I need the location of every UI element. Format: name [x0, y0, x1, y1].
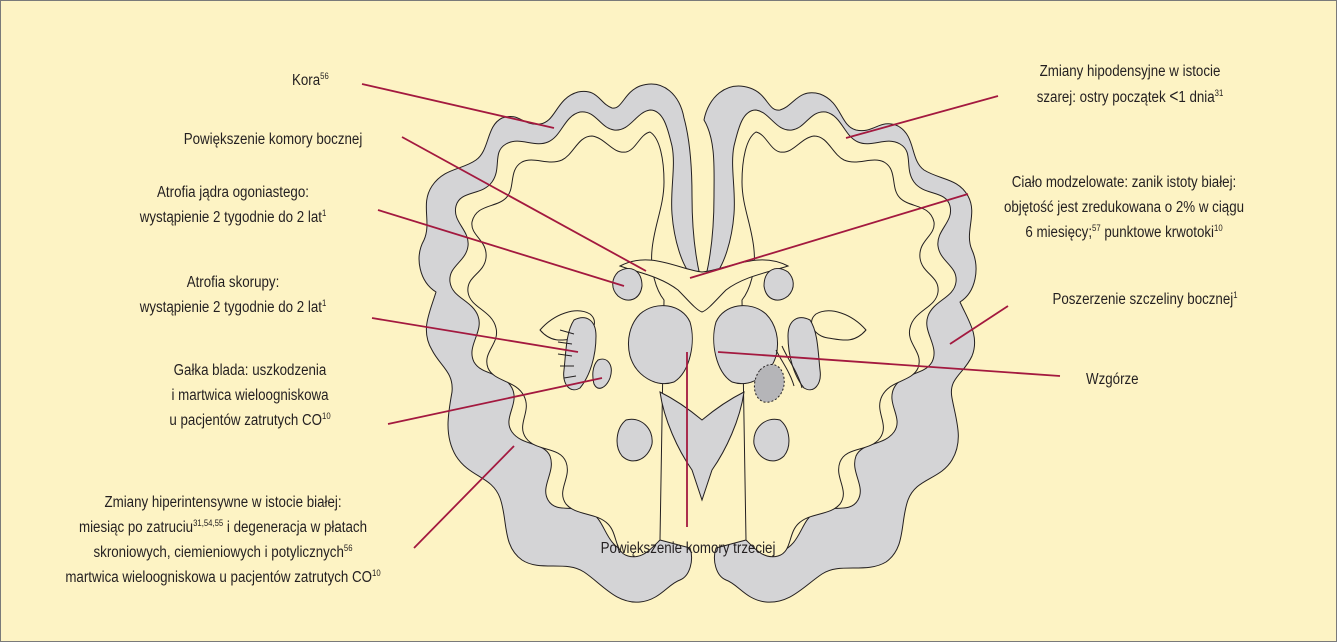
label-wzgorze: Wzgórze — [1086, 367, 1139, 392]
leader-hipodensyjne — [846, 96, 998, 138]
label-jadro-ogoniaste: Atrofia jądra ogoniastego: wystąpienie 2… — [117, 180, 349, 230]
label-galka-blada: Gałka blada: uszkodzenia i martwica wiel… — [138, 358, 362, 433]
label-cialo-modzelowate: Ciało modzelowate: zanik istoty białej: … — [969, 170, 1279, 245]
leader-kora — [362, 84, 554, 128]
label-skorupa: Atrofia skorupy: wystąpienie 2 tygodnie … — [117, 270, 349, 320]
label-hipodensyjne: Zmiany hipodensyjne w istocie szarej: os… — [1010, 59, 1251, 110]
label-komora-trzecia: Powiększenie komory trzeciej — [568, 536, 809, 561]
brainstem-region — [660, 392, 744, 500]
caudate-right — [764, 268, 793, 300]
label-kora: Kora56 — [292, 68, 329, 93]
label-istota-biala: Zmiany hiperintensywne w istocie białej:… — [55, 490, 390, 590]
label-szczelina-boczna: Poszerzenie szczeliny bocznej1 — [1029, 287, 1261, 312]
label-komora-boczna: Powiększenie komory bocznej — [157, 127, 389, 152]
